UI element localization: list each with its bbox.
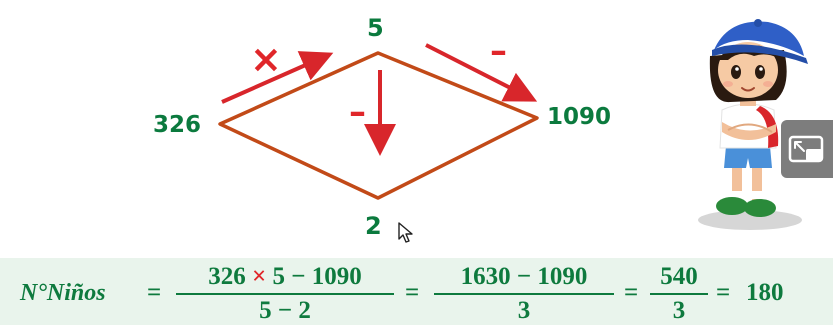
- equals-sign-1: =: [147, 280, 161, 305]
- fraction-3-denominator: 3: [650, 298, 708, 323]
- equals-sign-4: =: [716, 280, 730, 305]
- fraction-2-bar: [434, 293, 614, 295]
- fraction-1-numerator: 326 × 5 − 1090: [176, 264, 394, 289]
- arrow-top-to-right: [426, 45, 530, 98]
- fraction-2: 1630 − 1090 3: [434, 264, 614, 323]
- operator-subtract-vertical: –: [349, 95, 366, 129]
- vertex-right-value: 1090: [547, 106, 611, 129]
- mouse-pointer-icon: [398, 222, 414, 244]
- picture-in-picture-icon: [781, 120, 833, 178]
- fraction-1-bar: [176, 293, 394, 295]
- fraction-3-bar: [650, 293, 708, 295]
- fraction-2-denominator: 3: [434, 298, 614, 323]
- equals-sign-2: =: [405, 280, 419, 305]
- fraction-1-denominator: 5 − 2: [176, 298, 394, 323]
- formula-lhs: N°Niños: [20, 281, 106, 305]
- operator-multiply: ×: [250, 40, 282, 78]
- fraction-2-numerator: 1630 − 1090: [434, 264, 614, 289]
- operator-subtract-right: –: [490, 34, 507, 68]
- picture-in-picture-button[interactable]: [781, 120, 833, 178]
- fraction-3: 540 3: [650, 264, 708, 323]
- vertex-top-value: 5: [367, 16, 384, 40]
- vertex-bottom-value: 2: [365, 214, 382, 238]
- fraction-1: 326 × 5 − 1090 5 − 2: [176, 264, 394, 323]
- multiply-sign: ×: [252, 263, 266, 290]
- equals-sign-3: =: [624, 280, 638, 305]
- formula-result: 180: [746, 280, 784, 305]
- fraction-3-numerator: 540: [650, 264, 708, 289]
- vertex-left-value: 326: [153, 114, 201, 137]
- formula-band: N°Niños = 326 × 5 − 1090 5 − 2 = 1630 − …: [0, 258, 833, 325]
